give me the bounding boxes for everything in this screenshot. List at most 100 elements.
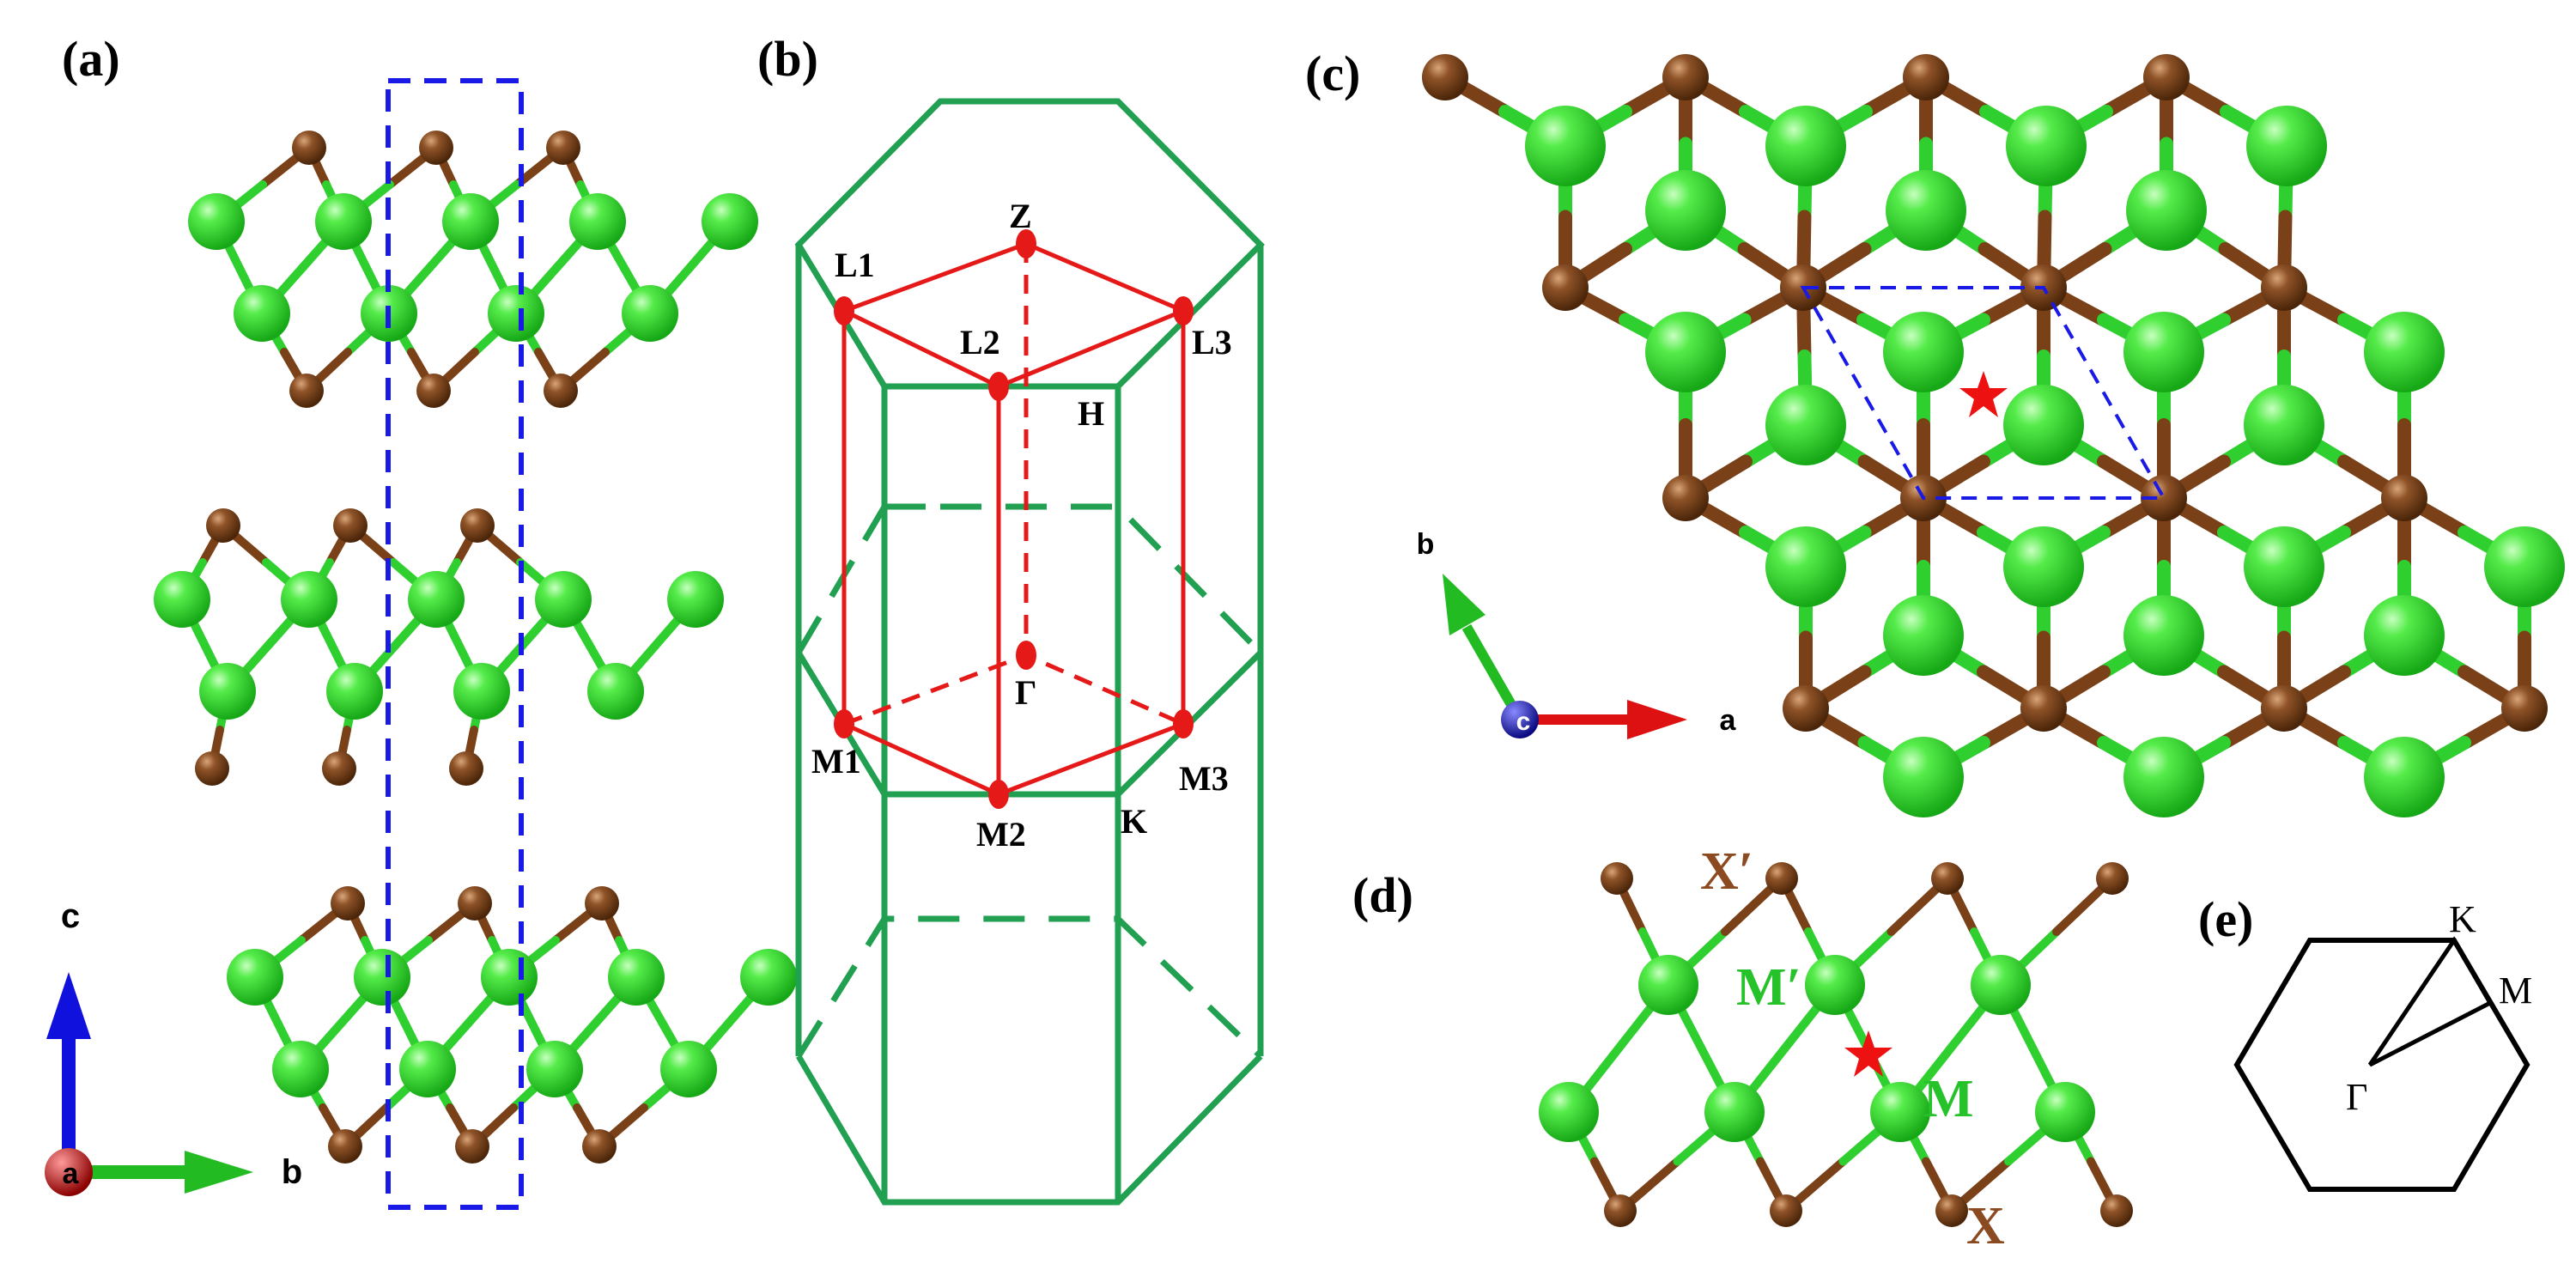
axis-c-arrow-icon	[46, 972, 91, 1039]
point-L2	[988, 372, 1009, 401]
panel-d-bonds	[1564, 874, 2121, 1215]
panel-a-atoms	[154, 131, 797, 1164]
chalcogen-atom	[458, 886, 492, 921]
label-K: K	[2449, 898, 2476, 940]
chalcogen-atom	[419, 131, 453, 165]
chalcogen-atom	[585, 886, 619, 921]
chalcogen-atom	[2261, 264, 2307, 311]
metal-atom	[2244, 385, 2324, 465]
chalcogen-atom	[1662, 54, 1709, 100]
label-H: H	[1078, 394, 1104, 433]
chalcogen-atom	[292, 131, 326, 165]
metal-atom	[408, 571, 465, 628]
metal-atom	[2006, 106, 2087, 186]
point-Gamma	[1016, 641, 1036, 670]
high-symmetry-points	[834, 229, 1194, 809]
axis-b-arrow-icon	[185, 1151, 253, 1194]
metal-atom	[1638, 955, 1698, 1015]
metal-atom	[2246, 106, 2327, 186]
chalcogen-atom	[2020, 685, 2067, 732]
chalcogen-atom	[2096, 862, 2129, 895]
panel-c: (c) b a c	[1305, 46, 2565, 817]
point-M2	[988, 780, 1009, 809]
metal-atom	[1870, 1082, 1930, 1142]
metal-atom	[1704, 1082, 1765, 1142]
label-Gamma: Γ	[2346, 1076, 2367, 1118]
star-icon	[1959, 371, 2008, 417]
metal-atom	[1765, 385, 1846, 465]
axis-a-label: a	[1720, 704, 1737, 737]
chalcogen-atom	[416, 374, 451, 408]
label-L2: L2	[960, 323, 1000, 362]
metal-atom	[481, 949, 538, 1006]
chalcogen-atom	[331, 886, 365, 921]
panel-c-bonds	[1438, 70, 2531, 784]
metal-atom	[1883, 737, 1964, 817]
bz-mid-hidden	[940, 503, 1263, 655]
axis-c-label: c	[1516, 708, 1531, 736]
axis-b-label: b	[1417, 528, 1435, 561]
point-L1	[834, 296, 854, 325]
metal-atom	[622, 285, 678, 342]
chalcogen-atom	[1783, 685, 1829, 732]
point-M1	[834, 709, 854, 738]
metal-atom	[227, 949, 283, 1006]
chalcogen-atom	[2261, 685, 2307, 732]
chalcogen-atom	[455, 1129, 489, 1164]
panel-e: (e) K M Γ	[2198, 891, 2532, 1192]
chalcogen-atom	[2501, 685, 2548, 732]
panel-a-label: (a)	[62, 31, 120, 87]
chalcogen-atom	[544, 374, 578, 408]
chalcogen-atom	[1604, 1194, 1637, 1227]
metal-atom	[442, 193, 499, 250]
panel-a: (a) c b a	[45, 31, 797, 1210]
metal-atom	[587, 663, 644, 720]
chalcogen-atom	[1765, 862, 1798, 895]
metal-atom	[154, 571, 210, 628]
panel-b: (b)	[757, 31, 1265, 1206]
metal-atom	[1883, 312, 1964, 392]
bz-bottom-face	[795, 1054, 1263, 1206]
metal-atom	[1645, 312, 1726, 392]
panel-c-label: (c)	[1305, 46, 1360, 101]
chalcogen-atom	[1601, 862, 1633, 895]
panel-d-label: (d)	[1352, 867, 1413, 923]
chalcogen-atom	[2141, 475, 2187, 521]
unit-cell-rhombus	[1800, 286, 2167, 500]
bz-mid-face	[796, 651, 1118, 798]
chalcogen-atom	[333, 508, 368, 543]
metal-atom	[2364, 595, 2445, 676]
axis-b-label: b	[282, 1153, 302, 1191]
label-K: K	[1121, 802, 1147, 841]
panel-d-atoms	[1539, 862, 2133, 1227]
axis-a-label: a	[63, 1158, 80, 1190]
panel-e-label: (e)	[2198, 891, 2253, 947]
metal-atom	[1886, 170, 1966, 251]
wedge-top	[838, 241, 1189, 389]
chalcogen-atom	[1662, 475, 1709, 521]
axis-indicator-a: c b a	[45, 897, 302, 1196]
metal-atom	[1765, 526, 1846, 607]
metal-atom	[2244, 526, 2324, 607]
axis-b-arrow-icon	[1443, 574, 1485, 635]
metal-atom	[667, 571, 724, 628]
brillouin-zone	[794, 98, 1265, 1206]
label-M3: M3	[1179, 759, 1229, 798]
chalcogen-atom	[1770, 1194, 1802, 1227]
metal-atom	[234, 285, 290, 342]
site-M-prime: M′	[1736, 958, 1801, 1017]
metal-atom	[1883, 595, 1964, 676]
chalcogen-atom	[582, 1129, 617, 1164]
label-M1: M1	[811, 742, 861, 781]
metal-atom	[2123, 595, 2204, 676]
point-L3	[1173, 296, 1194, 325]
chalcogen-atom	[460, 508, 495, 543]
chalcogen-atom	[289, 374, 324, 408]
bz-lower-hidden	[796, 915, 1263, 1059]
panel-b-label: (b)	[757, 31, 818, 87]
axis-c-label: c	[61, 897, 80, 935]
hexagonal-bz	[2233, 938, 2530, 1192]
metal-atom	[2364, 312, 2445, 392]
wedge-hidden	[843, 653, 1185, 726]
metal-atom	[2126, 170, 2207, 251]
